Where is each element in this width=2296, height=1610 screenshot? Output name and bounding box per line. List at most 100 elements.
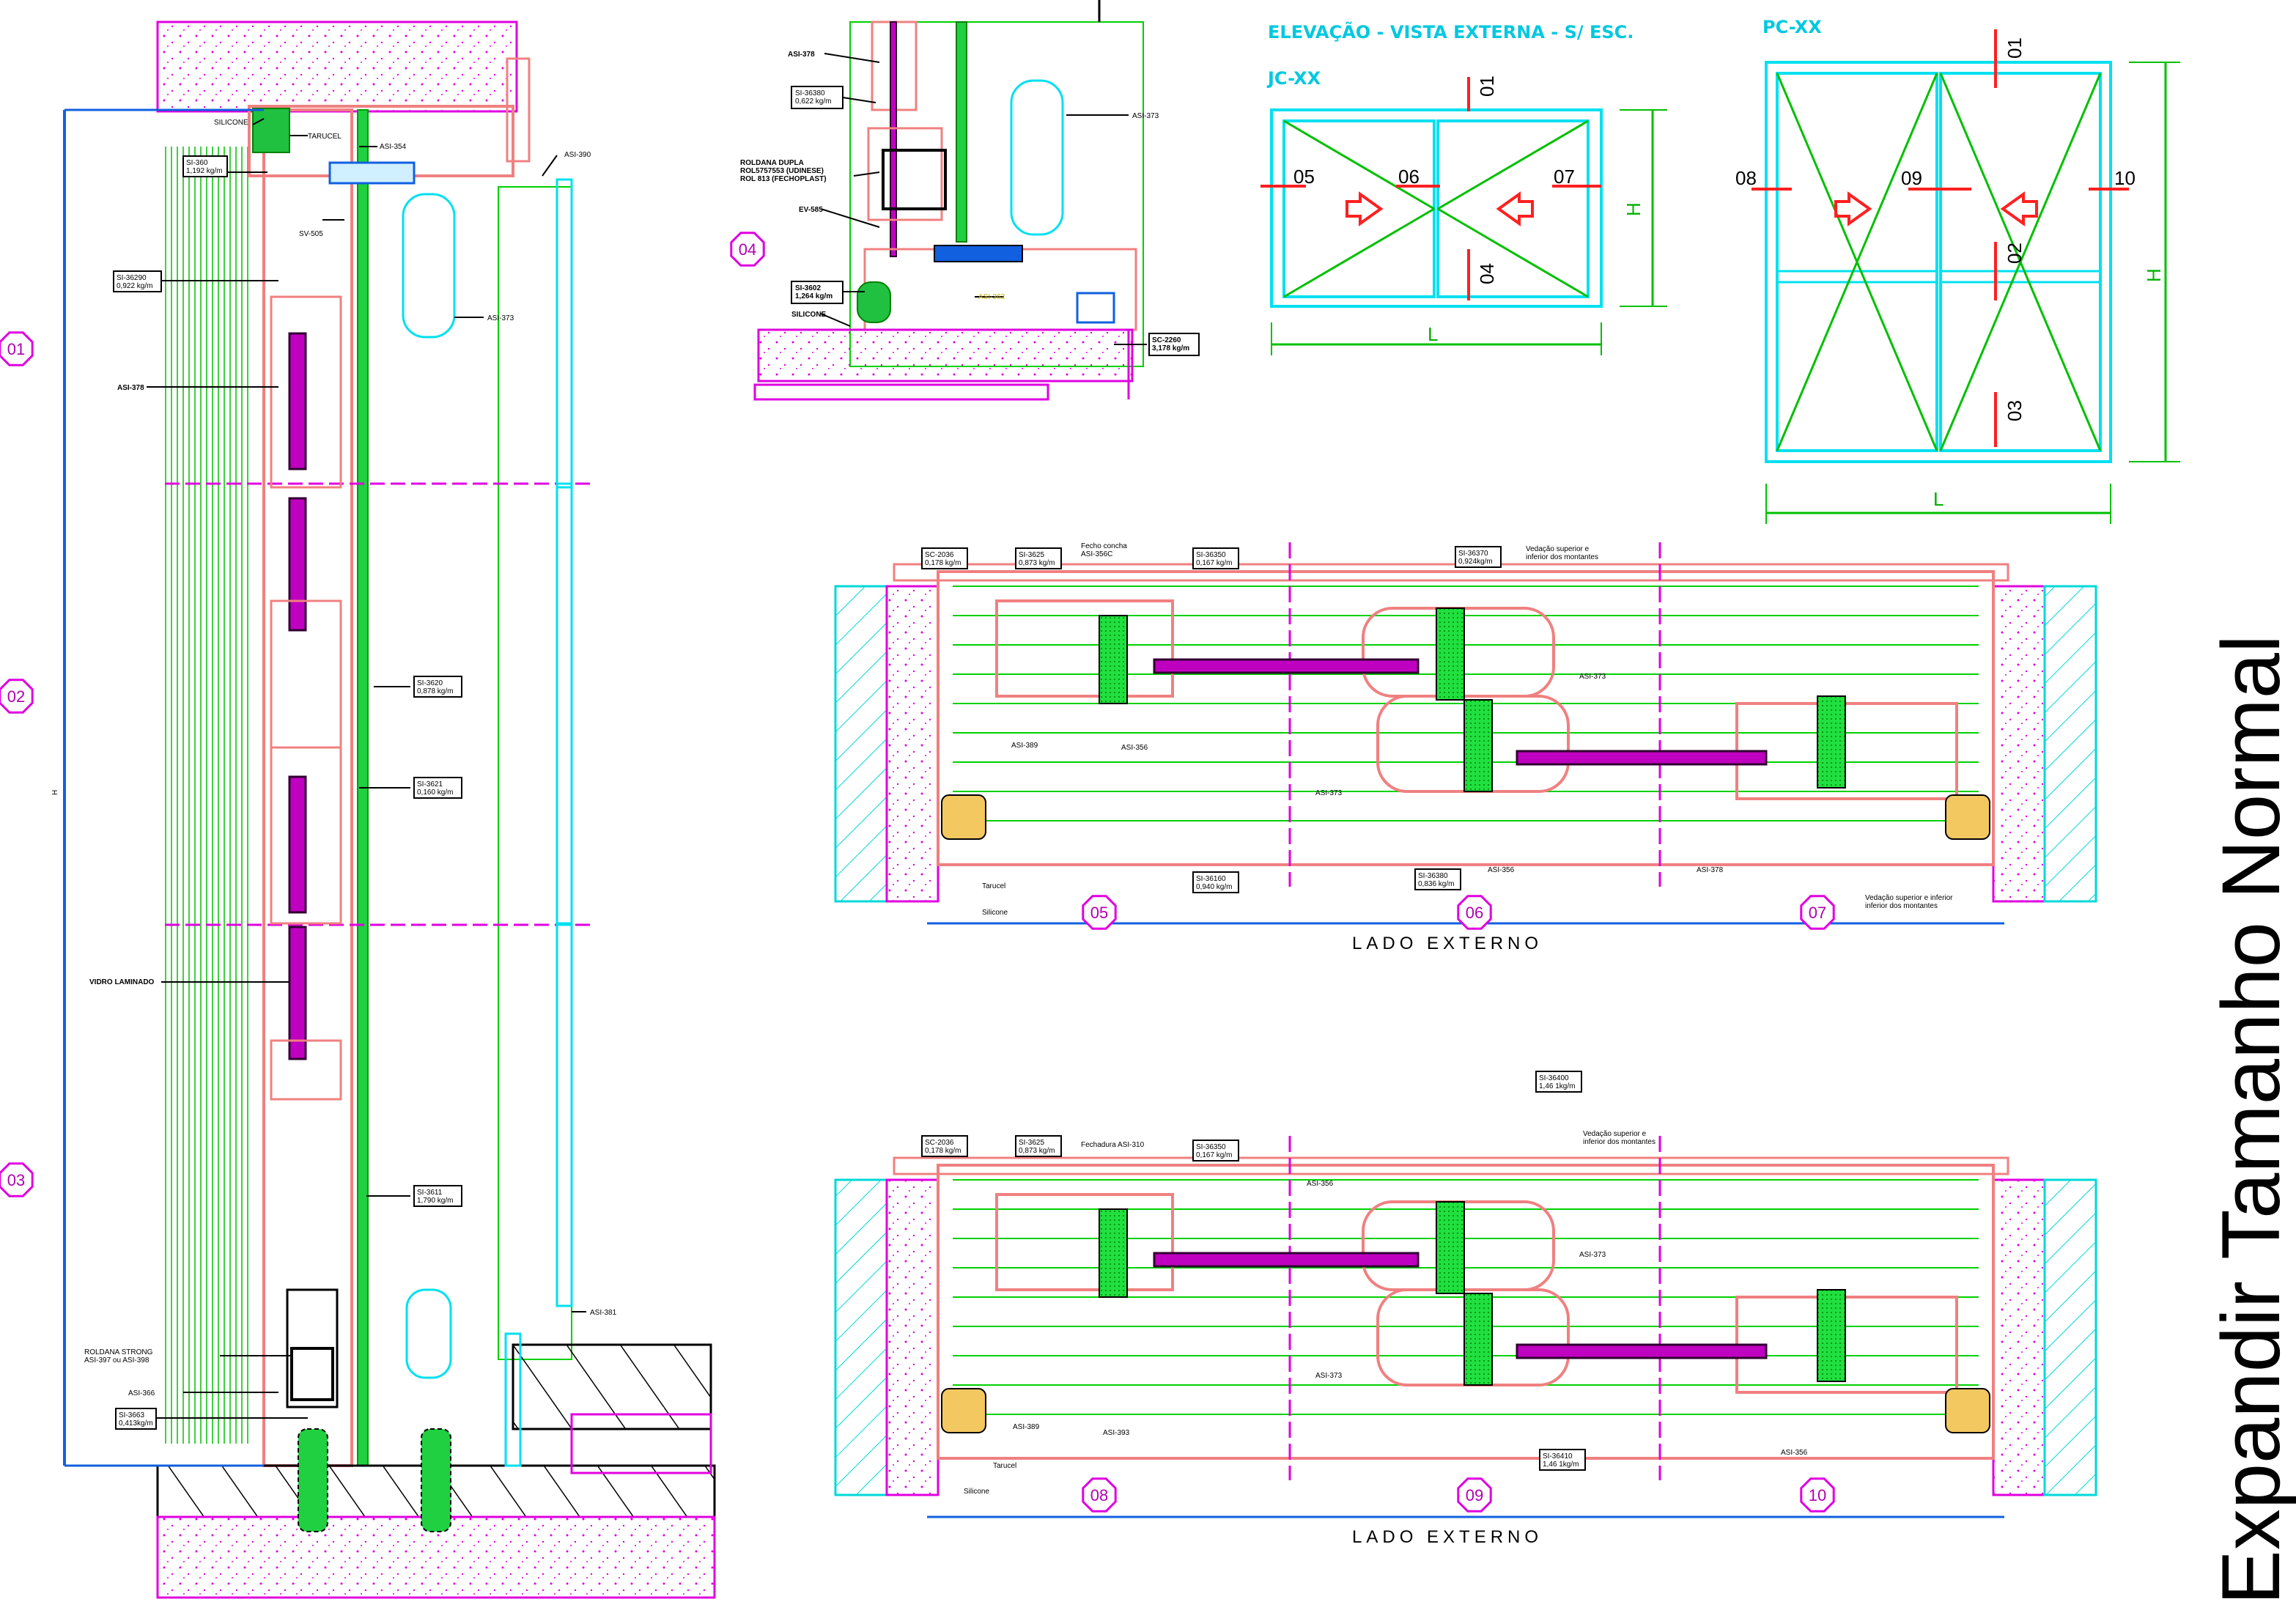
- plan-bottom-bubble-1: 08: [1082, 1477, 1117, 1513]
- jc-dim-h: H: [1623, 202, 1645, 216]
- side-caption[interactable]: Expandir Tamanho Normal: [2205, 635, 2296, 1605]
- plan-bottom-bubble-3-text: 10: [1809, 1486, 1826, 1504]
- pc-mark-03: 03: [2004, 400, 2026, 421]
- pc-mark-02: 02: [2004, 243, 2026, 264]
- plan-bottom-external-side: LADO EXTERNO: [1352, 1527, 1543, 1547]
- d04-bubble-text: 04: [739, 240, 756, 259]
- d04-label-ev585: EV-585: [799, 206, 823, 214]
- vsec-label-tarucel: TARUCEL: [308, 133, 342, 141]
- plan-bottom-label-asi389: ASI-389: [1013, 1423, 1040, 1431]
- vsec-label-asi373: ASI-373: [487, 314, 514, 322]
- vsec-label-asi381: ASI-381: [590, 1309, 617, 1317]
- plan-top-bubble-3-text: 07: [1809, 904, 1826, 922]
- vsec-label-sv505: SV-505: [299, 230, 323, 238]
- plan-top-label-asi373b: ASI-373: [1315, 789, 1343, 797]
- plan-bottom-bubble-3: 10: [1800, 1477, 1835, 1513]
- elevation-pc: PC-XX: [1735, 17, 2180, 524]
- vsec-label-asi378: ASI-378: [117, 384, 144, 392]
- vsec-label-vidro: VIDRO LAMINADO: [89, 978, 155, 986]
- vsec-label-asi366: ASI-366: [128, 1389, 155, 1397]
- plan-top-label-asi389: ASI-389: [1011, 742, 1038, 750]
- plan-bottom-label-asi356b: ASI-356: [1781, 1449, 1808, 1457]
- d04-label-asi373: ASI-373: [1132, 112, 1159, 120]
- vsec-bubble-3-text: 03: [7, 1171, 25, 1189]
- vsec-label-asi354: ASI-354: [380, 143, 407, 151]
- d04-label-asi362: ASI-362: [978, 293, 1005, 301]
- vsec-bubble-1: 01: [0, 331, 34, 366]
- jc-mark-04: 04: [1476, 263, 1498, 284]
- vsec-bubble-2: 02: [0, 679, 34, 714]
- d04-label-asi378: ASI-378: [788, 51, 815, 59]
- plan-top-label-asi356a: ASI-356: [1121, 744, 1148, 752]
- plan-top-external-side: LADO EXTERNO: [1352, 934, 1543, 953]
- plan-top-label-silicone: Silicone: [982, 909, 1008, 917]
- vsec-bubble-1-text: 01: [7, 340, 25, 358]
- plan-top-bubble-2: 06: [1457, 895, 1492, 930]
- plan-bottom-label-asi356a: ASI-356: [1307, 1180, 1334, 1188]
- jc-mark-07: 07: [1554, 166, 1575, 188]
- pc-dim-h: H: [2143, 268, 2165, 282]
- vsec-dim-h: H: [51, 790, 59, 795]
- elevation-pc-code: PC-XX: [1762, 17, 1822, 37]
- pc-mark-08: 08: [1735, 167, 1757, 189]
- plan-top-label-asi356b: ASI-356: [1488, 866, 1515, 874]
- plan-top-label-asi373a: ASI-373: [1579, 673, 1606, 681]
- plan-top-label-tarucel: Tarucel: [982, 882, 1005, 890]
- plan-bottom-label-asi393: ASI-393: [1103, 1429, 1130, 1437]
- jc-dim-l: L: [1428, 323, 1438, 345]
- plan-bottom-label-tarucel: Tarucel: [993, 1462, 1016, 1470]
- jc-mark-06: 06: [1398, 166, 1420, 188]
- plan-top-bubble-3: 07: [1800, 895, 1835, 930]
- plan-bottom-bubble-2: 09: [1457, 1477, 1492, 1513]
- elevation-jc-code: JC-XX: [1266, 68, 1321, 89]
- vsec-bubble-2-text: 02: [7, 687, 25, 706]
- vsec-bubble-3: 03: [0, 1162, 34, 1197]
- plan-bottom-label-fechadura: Fechadura ASI-310: [1081, 1141, 1145, 1149]
- plan-bottom-bubble-1-text: 08: [1090, 1486, 1108, 1504]
- plan-bottom-label-asi373a: ASI-373: [1579, 1251, 1606, 1259]
- jc-mark-05: 05: [1293, 166, 1315, 188]
- pc-dim-l: L: [1933, 488, 1944, 510]
- pc-mark-01: 01: [2004, 37, 2026, 59]
- pc-mark-09: 09: [1901, 167, 1922, 189]
- vsec-label-asi390: ASI-390: [564, 151, 591, 159]
- elevation-jc: ELEVAÇÃO - VISTA EXTERNA - S/ ESC. JC-XX: [1260, 21, 1667, 355]
- jc-mark-01: 01: [1476, 75, 1498, 97]
- vsec-label-silicone: SILICONE: [214, 119, 248, 127]
- plan-bottom-label-asi373b: ASI-373: [1315, 1372, 1343, 1380]
- plan-bottom-label-silicone: Silicone: [964, 1488, 989, 1496]
- plan-top-bubble-1: 05: [1082, 895, 1117, 930]
- plan-top-label-asi378: ASI-378: [1697, 866, 1724, 874]
- vertical-section: H 01 02 03: [0, 21, 716, 1599]
- plan-top-bubble-2-text: 06: [1466, 904, 1483, 922]
- elevation-heading: ELEVAÇÃO - VISTA EXTERNA - S/ ESC.: [1268, 21, 1634, 43]
- plan-top-bubble-1-text: 05: [1090, 904, 1108, 922]
